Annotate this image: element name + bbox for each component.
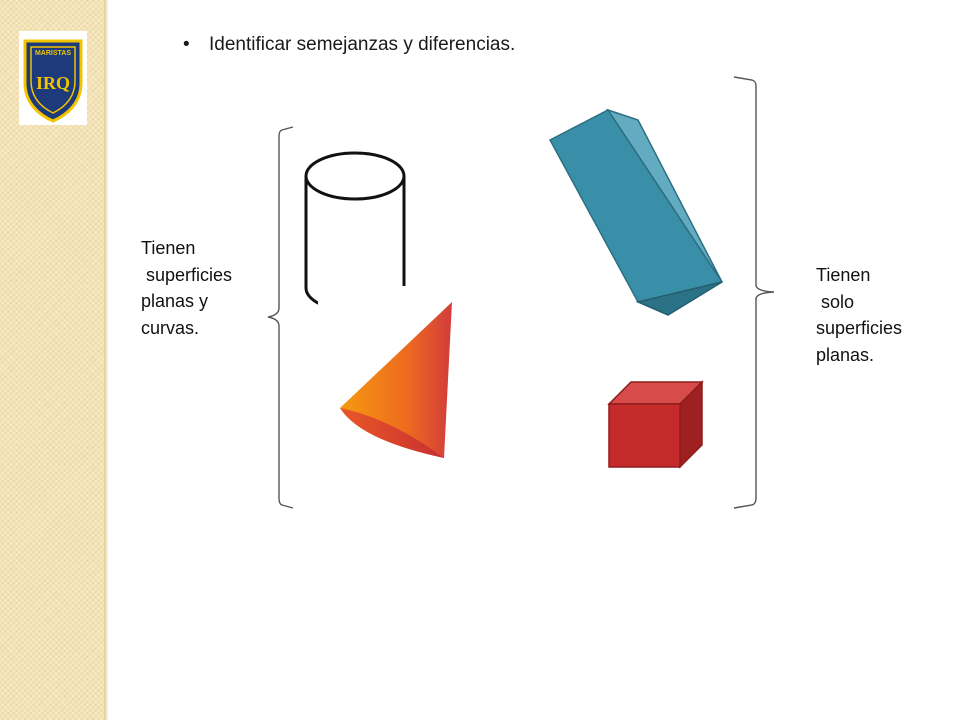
- bullet-item: • Identificar semejanzas y diferencias.: [183, 34, 515, 56]
- side-strip-edge: [104, 0, 108, 720]
- logo-top-text: MARISTAS: [35, 50, 71, 57]
- cone-icon: [340, 302, 452, 458]
- right-bracket: [733, 76, 775, 509]
- cube-icon: [607, 380, 704, 469]
- right-caption: Tienen solo superficies planas.: [816, 265, 903, 365]
- bullet-text: Identificar semejanzas y diferencias.: [209, 34, 516, 55]
- rectangular-prism-icon: [548, 108, 724, 316]
- left-bracket: [267, 126, 294, 509]
- maristas-logo: MARISTAS IRQ: [19, 31, 87, 125]
- logo-monogram: IRQ: [36, 73, 70, 93]
- bullet-symbol: •: [183, 34, 190, 55]
- left-caption: Tienen superficies planas y curvas.: [141, 238, 233, 338]
